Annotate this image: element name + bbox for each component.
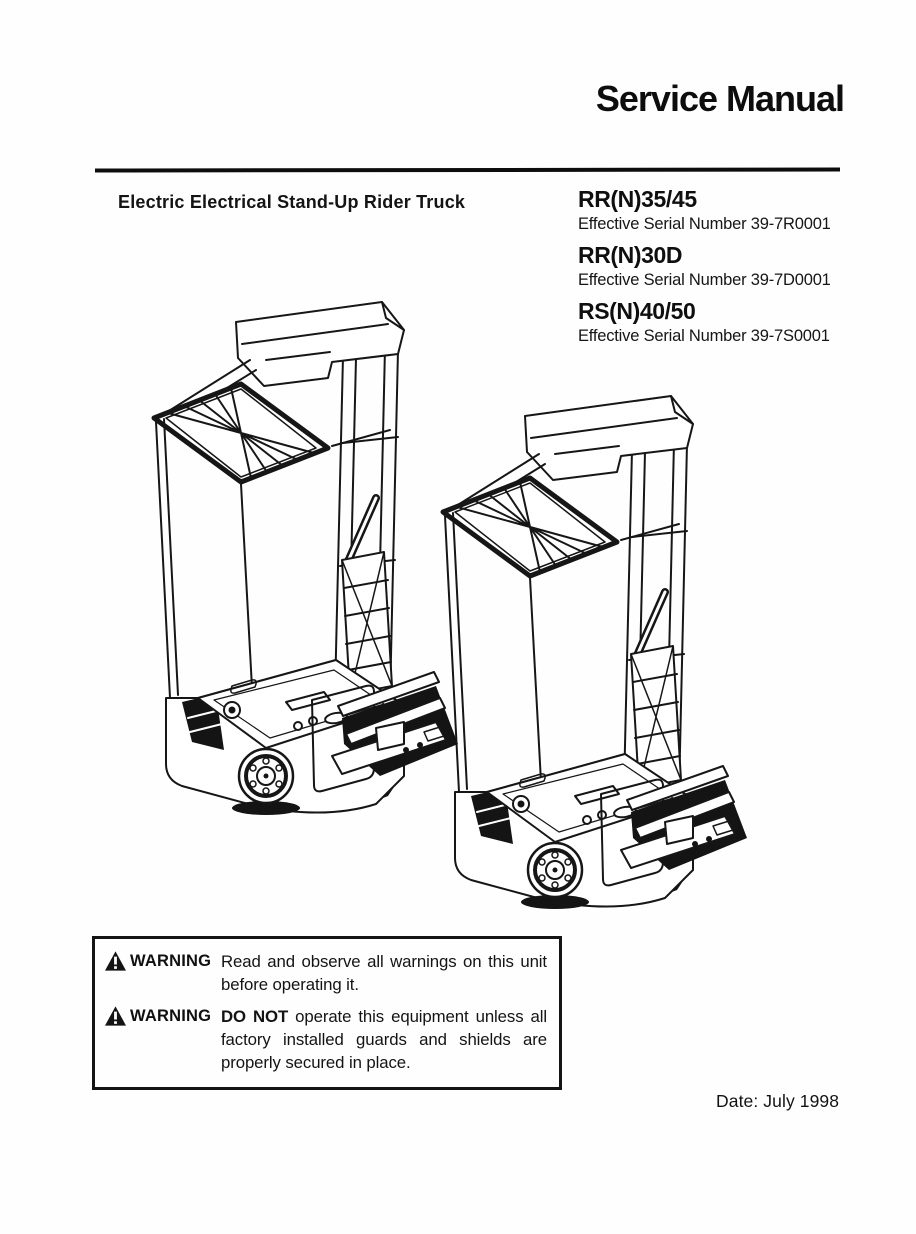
forklift-left xyxy=(154,302,458,815)
warning-bold-prefix: DO NOT xyxy=(221,1007,289,1026)
warning-body: operate this equipment unless all factor… xyxy=(221,1007,547,1072)
model-serial: Effective Serial Number 39-7R0001 xyxy=(578,215,831,233)
horizontal-rule xyxy=(94,167,841,173)
warning-box: WARNING Read and observe all warnings on… xyxy=(92,936,562,1090)
model-serial: Effective Serial Number 39-7D0001 xyxy=(578,271,831,289)
product-subtitle: Electric Electrical Stand-Up Rider Truck xyxy=(118,192,466,212)
warning-text: DO NOT operate this equipment unless all… xyxy=(221,1005,547,1074)
warning-triangle-icon xyxy=(105,1006,126,1026)
warning-row: WARNING DO NOT operate this equipment un… xyxy=(105,1005,547,1074)
warning-text: Read and observe all warnings on this un… xyxy=(221,950,547,996)
model-list: RR(N)35/45 Effective Serial Number 39-7R… xyxy=(578,186,878,354)
model-entry: RR(N)35/45 Effective Serial Number 39-7R… xyxy=(578,186,878,235)
warning-row: WARNING Read and observe all warnings on… xyxy=(105,950,547,996)
forklift-illustration xyxy=(128,292,768,922)
warning-triangle-icon xyxy=(105,951,126,971)
date-line: Date: July 1998 xyxy=(716,1091,840,1111)
warning-label: WARNING xyxy=(130,951,212,970)
model-entry: RR(N)30D Effective Serial Number 39-7D00… xyxy=(578,242,878,291)
model-name: RS(N)40/50 xyxy=(578,298,696,324)
warning-label: WARNING xyxy=(130,1006,212,1025)
model-name: RR(N)35/45 xyxy=(578,186,697,212)
page-title: Service Manual xyxy=(595,78,845,119)
model-name: RR(N)30D xyxy=(578,242,683,268)
model-entry: RS(N)40/50 Effective Serial Number 39-7S… xyxy=(578,298,878,347)
model-serial: Effective Serial Number 39-7S0001 xyxy=(578,327,830,345)
forklift-right xyxy=(443,396,747,909)
warning-body: Read and observe all warnings on this un… xyxy=(221,952,547,994)
